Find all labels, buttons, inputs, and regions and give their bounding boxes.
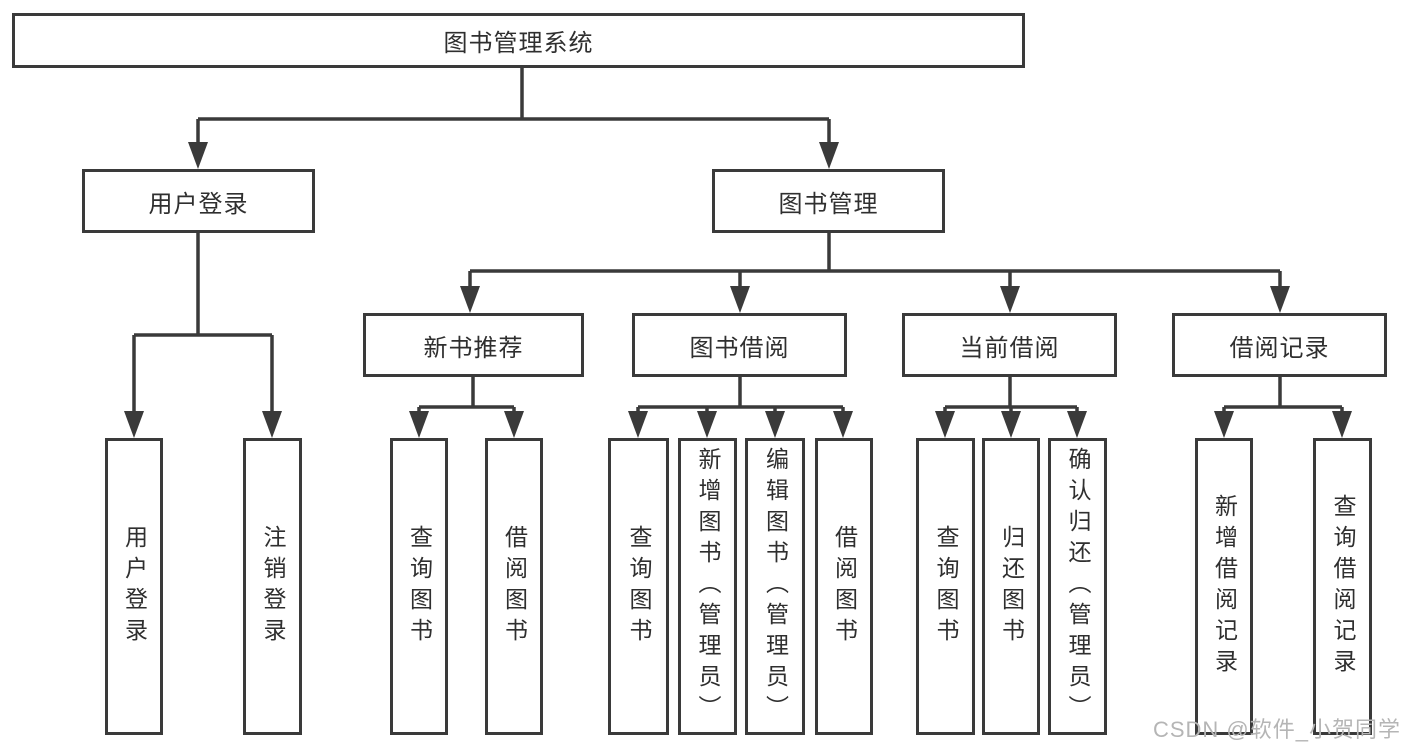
node-borrowing-records: 借阅记录 bbox=[1172, 313, 1387, 377]
arrowhead-icon bbox=[765, 411, 785, 438]
leaf-current-confirm-return-admin: 确认归还（管理员） bbox=[1048, 438, 1107, 735]
leaf-user-login: 用户登录 bbox=[105, 438, 163, 735]
node-user-login: 用户登录 bbox=[82, 169, 315, 233]
node-label: 查询图书 bbox=[626, 524, 652, 649]
arrowhead-icon bbox=[1000, 286, 1020, 313]
node-label: 新增借阅记录 bbox=[1211, 493, 1238, 680]
node-book-management: 图书管理 bbox=[712, 169, 945, 233]
node-label: 借阅图书 bbox=[831, 524, 858, 649]
node-label: 查询图书 bbox=[406, 524, 433, 649]
leaf-current-return-books: 归还图书 bbox=[982, 438, 1040, 735]
leaf-borrowing-edit-books-admin: 编辑图书（管理员） bbox=[745, 438, 805, 735]
arrowhead-icon bbox=[188, 142, 208, 169]
node-label: 编辑图书（管理员） bbox=[762, 447, 789, 726]
connector-paths bbox=[132, 68, 1344, 414]
node-label: 新书推荐 bbox=[423, 334, 524, 362]
arrowheads bbox=[124, 142, 1352, 438]
node-new-book-recommend: 新书推荐 bbox=[363, 313, 584, 377]
leaf-recommend-query-books: 查询图书 bbox=[390, 438, 448, 735]
arrowhead-icon bbox=[1067, 411, 1087, 438]
node-label: 借阅记录 bbox=[1229, 334, 1330, 362]
arrowhead-icon bbox=[833, 411, 853, 438]
node-label: 查询图书 bbox=[933, 524, 959, 649]
leaf-borrowing-borrow-books: 借阅图书 bbox=[815, 438, 873, 735]
leaf-records-query-borrow-record: 查询借阅记录 bbox=[1313, 438, 1372, 735]
csdn-watermark: CSDN @软件_小贺同学 bbox=[1152, 717, 1401, 742]
node-label: 图书管理系统 bbox=[443, 30, 594, 57]
node-label: 用户登录 bbox=[148, 190, 249, 218]
arrowhead-icon bbox=[262, 411, 282, 438]
node-current-borrowing: 当前借阅 bbox=[902, 313, 1117, 377]
arrowhead-icon bbox=[504, 411, 524, 438]
node-label: 归还图书 bbox=[998, 524, 1025, 649]
node-label: 用户登录 bbox=[121, 524, 148, 649]
arrowhead-icon bbox=[697, 411, 717, 438]
node-root-library-system: 图书管理系统 bbox=[12, 13, 1025, 68]
arrowhead-icon bbox=[1001, 411, 1021, 438]
node-label: 图书借阅 bbox=[689, 334, 790, 362]
arrowhead-icon bbox=[409, 411, 429, 438]
arrowhead-icon bbox=[1214, 411, 1234, 438]
arrowhead-icon bbox=[935, 411, 955, 438]
node-label: 图书管理 bbox=[778, 190, 879, 218]
node-book-borrowing: 图书借阅 bbox=[632, 313, 847, 377]
node-label: 注销登录 bbox=[260, 524, 286, 649]
node-label: 新增图书（管理员） bbox=[695, 447, 721, 726]
leaf-records-add-borrow-record: 新增借阅记录 bbox=[1195, 438, 1253, 735]
node-label: 借阅图书 bbox=[501, 524, 528, 649]
arrowhead-icon bbox=[460, 286, 480, 313]
node-label: 当前借阅 bbox=[959, 334, 1060, 362]
arrowhead-icon bbox=[1270, 286, 1290, 313]
node-label: 查询借阅记录 bbox=[1330, 493, 1356, 680]
leaf-recommend-borrow-books: 借阅图书 bbox=[485, 438, 543, 735]
leaf-logout: 注销登录 bbox=[243, 438, 302, 735]
node-label: 确认归还（管理员） bbox=[1065, 447, 1091, 726]
leaf-borrowing-add-books-admin: 新增图书（管理员） bbox=[678, 438, 737, 735]
arrowhead-icon bbox=[730, 286, 750, 313]
arrowhead-icon bbox=[1332, 411, 1352, 438]
leaf-current-query-books: 查询图书 bbox=[916, 438, 975, 735]
arrowhead-icon bbox=[124, 411, 144, 438]
arrowhead-icon bbox=[819, 142, 839, 169]
leaf-borrowing-query-books: 查询图书 bbox=[608, 438, 669, 735]
arrowhead-icon bbox=[628, 411, 648, 438]
